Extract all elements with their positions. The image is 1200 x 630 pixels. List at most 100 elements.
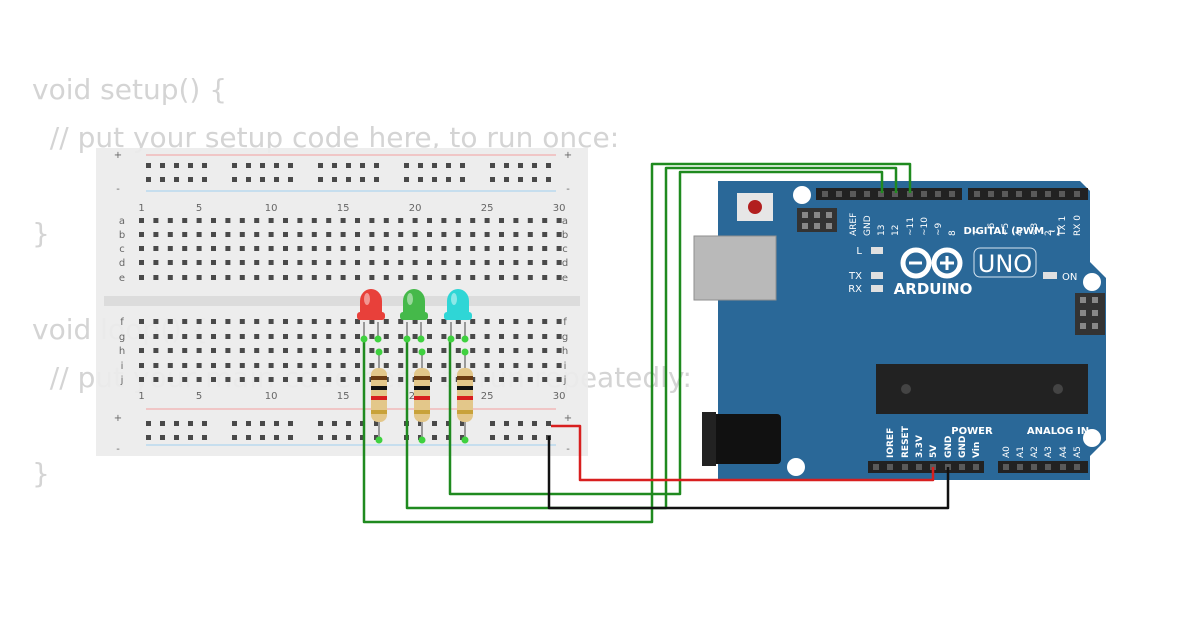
header-hole[interactable]: [1003, 464, 1009, 470]
rail-hole[interactable]: [446, 163, 451, 168]
breadboard-hole[interactable]: [153, 319, 159, 324]
breadboard-hole[interactable]: [484, 334, 490, 339]
breadboard-hole[interactable]: [326, 246, 332, 251]
breadboard-hole[interactable]: [427, 218, 432, 223]
breadboard-hole[interactable]: [556, 363, 562, 368]
breadboard-hole[interactable]: [182, 246, 188, 251]
breadboard-hole[interactable]: [326, 275, 332, 280]
breadboard-hole[interactable]: [484, 218, 490, 223]
breadboard-hole[interactable]: [139, 260, 144, 265]
header-hole[interactable]: [1045, 191, 1051, 197]
breadboard-hole[interactable]: [484, 377, 490, 382]
breadboard-hole[interactable]: [239, 348, 245, 353]
breadboard-hole[interactable]: [225, 246, 231, 251]
header-hole[interactable]: [864, 191, 870, 197]
wire-cyan-led-to-pin-13[interactable]: [448, 170, 884, 496]
breadboard-hole[interactable]: [369, 218, 375, 223]
breadboard-hole[interactable]: [499, 275, 504, 280]
breadboard-hole[interactable]: [455, 319, 461, 324]
breadboard-hole[interactable]: [527, 275, 533, 280]
breadboard-hole[interactable]: [139, 218, 144, 223]
header-hole[interactable]: [850, 191, 856, 197]
rail-hole[interactable]: [432, 435, 437, 440]
breadboard-hole[interactable]: [470, 334, 476, 339]
rail-hole[interactable]: [504, 177, 509, 182]
breadboard-hole[interactable]: [254, 232, 260, 237]
rail-hole[interactable]: [532, 163, 537, 168]
breadboard-hole[interactable]: [556, 246, 562, 251]
rail-hole[interactable]: [202, 163, 207, 168]
rail-hole[interactable]: [174, 435, 179, 440]
breadboard-hole[interactable]: [211, 232, 216, 237]
rail-hole[interactable]: [274, 421, 279, 426]
breadboard-hole[interactable]: [542, 275, 548, 280]
rail-holes[interactable]: [146, 163, 551, 440]
breadboard-hole[interactable]: [441, 246, 447, 251]
rail-hole[interactable]: [490, 163, 495, 168]
breadboard-hole[interactable]: [196, 246, 202, 251]
breadboard-hole[interactable]: [441, 348, 447, 353]
breadboard-hole[interactable]: [398, 363, 404, 368]
breadboard-hole[interactable]: [470, 246, 476, 251]
breadboard-hole[interactable]: [196, 319, 202, 324]
breadboard-hole[interactable]: [182, 218, 188, 223]
breadboard-hole[interactable]: [254, 377, 260, 382]
header-hole[interactable]: [822, 191, 828, 197]
header-hole[interactable]: [1074, 464, 1080, 470]
breadboard-hole[interactable]: [412, 218, 418, 223]
breadboard-hole[interactable]: [211, 218, 216, 223]
breadboard-hole[interactable]: [139, 275, 144, 280]
breadboard-hole[interactable]: [398, 319, 404, 324]
breadboard-hole[interactable]: [196, 218, 202, 223]
breadboard-hole[interactable]: [239, 232, 245, 237]
breadboard-hole[interactable]: [211, 319, 216, 324]
breadboard-hole[interactable]: [398, 232, 404, 237]
breadboard-hole[interactable]: [153, 232, 159, 237]
rail-hole[interactable]: [418, 163, 423, 168]
resistor[interactable]: [371, 348, 387, 444]
breadboard-hole[interactable]: [153, 246, 159, 251]
breadboard-hole[interactable]: [484, 275, 490, 280]
rail-hole[interactable]: [318, 163, 323, 168]
header-hole[interactable]: [959, 464, 965, 470]
breadboard-hole[interactable]: [268, 246, 274, 251]
breadboard-hole[interactable]: [412, 260, 418, 265]
header-hole[interactable]: [892, 191, 898, 197]
rail-hole[interactable]: [490, 421, 495, 426]
breadboard-hole[interactable]: [383, 232, 389, 237]
breadboard-hole[interactable]: [139, 246, 144, 251]
breadboard-hole[interactable]: [369, 232, 375, 237]
rail-hole[interactable]: [332, 421, 337, 426]
breadboard-hole[interactable]: [355, 218, 360, 223]
rail-hole[interactable]: [490, 177, 495, 182]
breadboard-hole[interactable]: [153, 260, 159, 265]
header-hole[interactable]: [1074, 191, 1080, 197]
rail-hole[interactable]: [346, 163, 351, 168]
breadboard-hole[interactable]: [297, 232, 303, 237]
breadboard-hole[interactable]: [297, 218, 303, 223]
breadboard-hole[interactable]: [527, 260, 533, 265]
breadboard-hole[interactable]: [225, 334, 231, 339]
breadboard-hole[interactable]: [355, 348, 360, 353]
rail-hole[interactable]: [532, 177, 537, 182]
rail-hole[interactable]: [260, 435, 265, 440]
breadboard-hole[interactable]: [542, 363, 548, 368]
breadboard-hole[interactable]: [455, 363, 461, 368]
header-hole[interactable]: [878, 191, 884, 197]
breadboard-hole[interactable]: [167, 348, 173, 353]
rail-hole[interactable]: [490, 435, 495, 440]
rail-hole[interactable]: [518, 421, 523, 426]
breadboard-hole[interactable]: [513, 218, 519, 223]
rail-hole[interactable]: [446, 421, 451, 426]
breadboard-hole[interactable]: [383, 319, 389, 324]
rail-hole[interactable]: [432, 163, 437, 168]
breadboard-hole[interactable]: [499, 246, 504, 251]
breadboard-hole[interactable]: [311, 246, 317, 251]
breadboard-hole[interactable]: [139, 319, 144, 324]
header-holes[interactable]: [822, 191, 1080, 470]
rail-hole[interactable]: [274, 435, 279, 440]
breadboard-hole[interactable]: [383, 363, 389, 368]
breadboard-hole[interactable]: [182, 275, 188, 280]
breadboard-hole[interactable]: [139, 363, 144, 368]
